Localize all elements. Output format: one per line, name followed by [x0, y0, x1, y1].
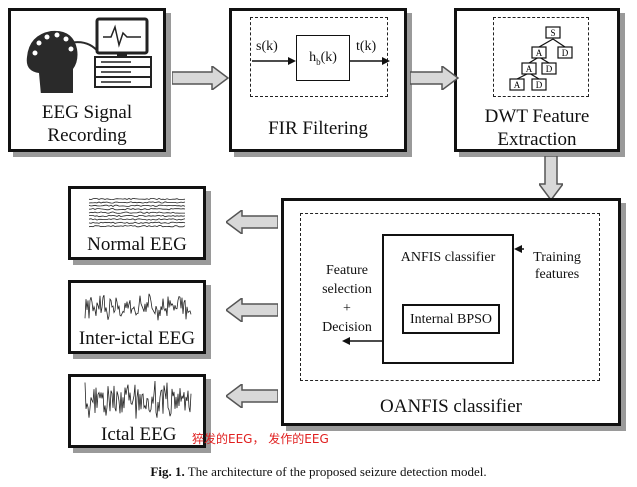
decision-label-line4: Decision [322, 320, 372, 335]
anfis-classifier-box: ANFIS classifier Internal BPSO [382, 234, 514, 364]
normal-eeg-block: Normal EEG [68, 186, 206, 260]
dwt-tree-node: D [531, 78, 547, 91]
interictal-eeg-label: Inter-ictal EEG [78, 328, 196, 349]
decision-label-line2: selection [322, 282, 372, 297]
interictal-eeg-block: Inter-ictal EEG [68, 280, 206, 354]
dwt-tree-node: S [545, 26, 561, 39]
normal-eeg-trace [88, 214, 186, 218]
caption-text: The architecture of the proposed seizure… [187, 464, 487, 479]
oanfis-block: ANFIS classifier Internal BPSO Feature s… [281, 198, 621, 426]
svg-text:S: S [550, 28, 555, 38]
fir-filtering-label: FIR Filtering [268, 118, 368, 139]
arrow-to-ictal-eeg [226, 384, 278, 408]
chinese-annotation: 猝发的EEG， 发作的EEG [192, 432, 329, 446]
ictal-eeg-trace [84, 381, 192, 419]
oanfis-label: OANFIS classifier [380, 396, 522, 417]
eeg-recording-block: EEG Signal Recording [8, 8, 166, 152]
arrow-dwt-to-oanfis [539, 156, 563, 202]
training-label-line2: features [534, 267, 580, 282]
figure-caption: Fig. 1. The architecture of the proposed… [0, 464, 637, 480]
internal-bpso-label: Internal BPSO [409, 312, 493, 327]
decision-label-line1: Feature [326, 263, 368, 278]
eeg-recording-label-line2: Recording [47, 125, 127, 146]
arrow-to-normal-eeg [226, 210, 278, 234]
svg-text:D: D [536, 80, 543, 90]
oanfis-dashed-frame [300, 213, 600, 381]
decision-label-line3: + [343, 301, 351, 316]
svg-text:D: D [546, 64, 553, 74]
normal-eeg-trace [88, 221, 186, 224]
oanfis-internal-arrows [342, 245, 524, 345]
normal-eeg-trace [88, 197, 186, 201]
fir-dashed-frame [250, 17, 388, 97]
ictal-eeg-block: Ictal EEG [68, 374, 206, 448]
decision-label: Feature selection + Decision [304, 261, 390, 337]
ictal-eeg-waveform [84, 381, 192, 419]
normal-eeg-trace [88, 201, 186, 204]
interictal-eeg-trace [84, 293, 192, 321]
dwt-tree-node: A [531, 46, 547, 59]
training-features-label: Training features [524, 249, 590, 283]
svg-text:A: A [536, 48, 543, 58]
fir-input-label: s(k) [256, 39, 278, 54]
ictal-eeg-label: Ictal EEG [101, 424, 177, 445]
eeg-recording-label-line1: EEG Signal [41, 102, 133, 123]
fir-filter-label: hb(k) [309, 50, 337, 67]
svg-text:A: A [514, 80, 521, 90]
anfis-classifier-label: ANFIS classifier [400, 250, 496, 265]
normal-eeg-trace [88, 225, 186, 228]
dwt-tree-node: A [509, 78, 525, 91]
interictal-eeg-waveform [84, 293, 192, 321]
normal-eeg-label: Normal EEG [87, 234, 187, 255]
dwt-tree-node: D [557, 46, 573, 59]
caption-prefix: Fig. 1. [150, 464, 185, 479]
eeg-recording-icon [26, 17, 152, 93]
training-label-line1: Training [533, 250, 581, 265]
arrow-to-interictal-eeg [226, 298, 278, 322]
dwt-label-line2: Extraction [497, 129, 577, 150]
fir-filter-box: hb(k) [296, 35, 350, 81]
internal-bpso-box: Internal BPSO [402, 304, 500, 334]
normal-eeg-trace [88, 211, 185, 214]
fir-filtering-block: s(k) hb(k) t(k) FIR Filtering [229, 8, 407, 152]
svg-text:A: A [526, 64, 533, 74]
fir-output-label: t(k) [356, 39, 377, 54]
dwt-tree-node: A [521, 62, 537, 75]
arrow-recording-to-fir [172, 66, 230, 90]
normal-eeg-trace [88, 204, 186, 207]
dwt-tree-node: D [541, 62, 557, 75]
normal-eeg-trace [88, 208, 186, 211]
arrow-fir-to-dwt [410, 66, 460, 90]
normal-eeg-waveform [88, 197, 186, 228]
normal-eeg-trace [88, 218, 186, 221]
dwt-label-line1: DWT Feature [484, 106, 590, 127]
fir-signal-arrows [252, 57, 390, 65]
svg-text:D: D [562, 48, 569, 58]
dwt-dashed-frame [493, 17, 589, 97]
